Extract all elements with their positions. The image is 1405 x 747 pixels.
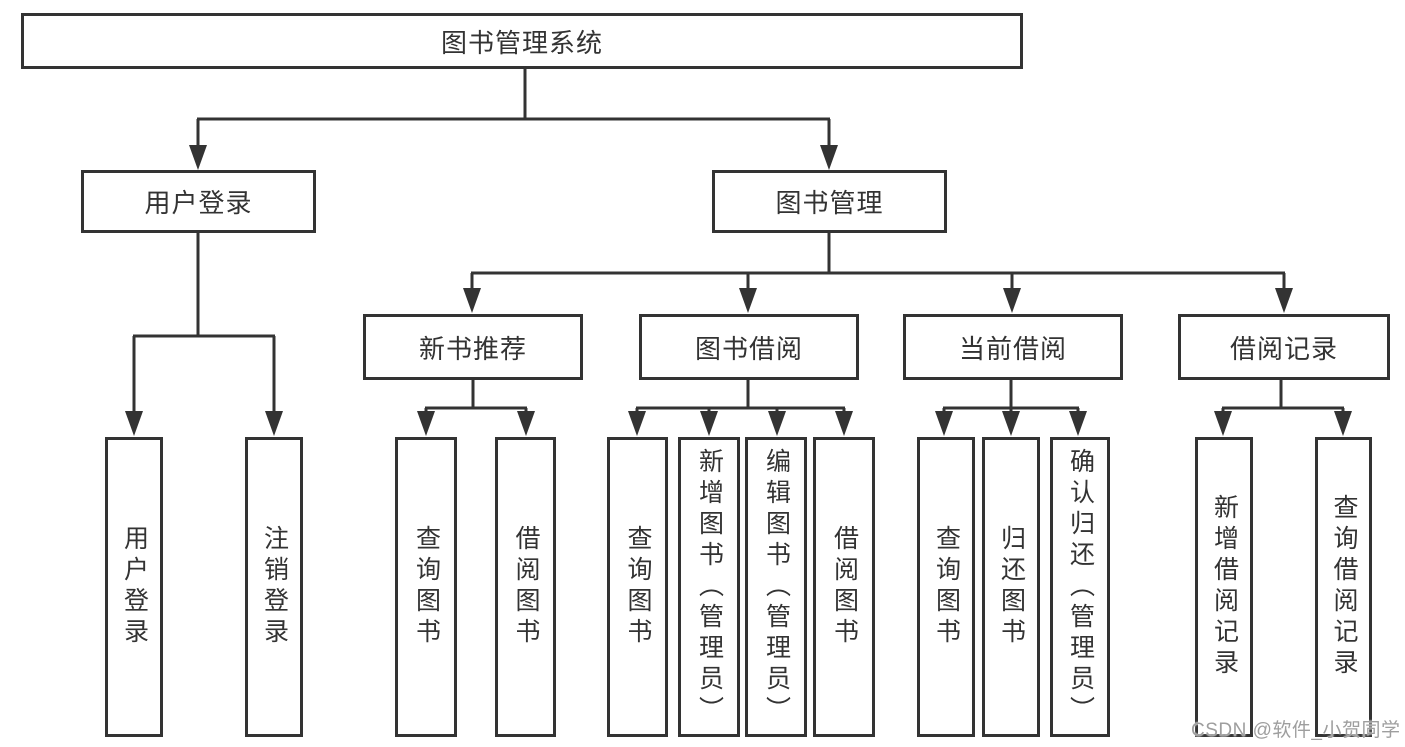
leaf-borrow-books: 借阅图书 — [813, 437, 875, 737]
leaf-query-borrow-record: 查询借阅记录 — [1315, 437, 1372, 737]
leaf-return-books: 归还图书 — [982, 437, 1040, 737]
leaf-query-books-current: 查询图书 — [917, 437, 975, 737]
node-current-borrowing: 当前借阅 — [903, 314, 1123, 380]
node-book-management: 图书管理 — [712, 170, 947, 233]
leaf-add-borrow-record: 新增借阅记录 — [1195, 437, 1253, 737]
leaf-borrow-books-recommend: 借阅图书 — [495, 437, 556, 737]
leaf-add-books-admin: 新增图书（管理员） — [678, 437, 740, 737]
node-book-borrowing: 图书借阅 — [639, 314, 859, 380]
node-library-management-system: 图书管理系统 — [21, 13, 1023, 69]
node-borrowing-records: 借阅记录 — [1178, 314, 1390, 380]
watermark: CSDN @软件_小贺同学 — [1191, 720, 1401, 741]
node-user-login: 用户登录 — [81, 170, 316, 233]
leaf-confirm-return-admin: 确认归还（管理员） — [1050, 437, 1110, 737]
leaf-logout-login: 注销登录 — [245, 437, 303, 737]
leaf-query-books-borrow: 查询图书 — [607, 437, 668, 737]
leaf-edit-books-admin: 编辑图书（管理员） — [745, 437, 807, 737]
leaf-query-books-recommend: 查询图书 — [395, 437, 457, 737]
leaf-user-login: 用户登录 — [105, 437, 163, 737]
node-new-book-recommendation: 新书推荐 — [363, 314, 583, 380]
